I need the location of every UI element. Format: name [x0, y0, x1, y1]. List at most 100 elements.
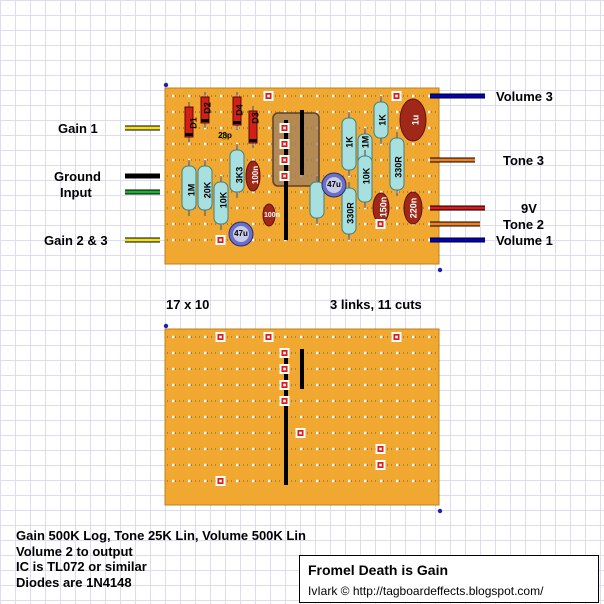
bottom-hole — [251, 447, 255, 451]
credit-link[interactable]: IvIark © http://tagboardeffects.blogspot… — [308, 584, 544, 598]
top-hole — [395, 110, 399, 114]
top-hole — [411, 142, 415, 146]
bottom-hole — [171, 463, 175, 467]
top-hole — [347, 94, 351, 98]
bottom-hole — [187, 367, 191, 371]
bottom-hole — [187, 463, 191, 467]
label-1m-b: 1M — [360, 136, 370, 149]
label-volume-3: Volume 3 — [496, 89, 553, 104]
diode-d2 — [200, 96, 210, 124]
track-cut — [283, 126, 286, 130]
track-cut — [395, 94, 398, 98]
bottom-hole — [235, 367, 239, 371]
bottom-hole — [187, 447, 191, 451]
bottom-hole — [299, 447, 303, 451]
label-d3: D3 — [250, 112, 260, 124]
label-gain-2-3: Gain 2 & 3 — [44, 233, 108, 248]
label-volume-1: Volume 1 — [496, 233, 553, 248]
bottom-corner-marker — [437, 508, 443, 514]
top-hole — [251, 94, 255, 98]
label-220n: 220n — [408, 198, 418, 219]
bottom-hole — [411, 399, 415, 403]
bottom-hole — [395, 415, 399, 419]
bottom-hole — [203, 367, 207, 371]
bottom-hole — [347, 383, 351, 387]
top-hole — [219, 126, 223, 130]
bottom-hole — [251, 463, 255, 467]
label-gain-1: Gain 1 — [58, 121, 98, 136]
bottom-hole — [379, 367, 383, 371]
top-hole — [171, 206, 175, 210]
resistor-10k-link — [309, 181, 325, 219]
bottom-hole — [411, 415, 415, 419]
top-hole — [171, 158, 175, 162]
label-3k3: 3K3 — [234, 167, 244, 184]
bottom-hole — [315, 415, 319, 419]
bottom-hole — [235, 479, 239, 483]
top-hole — [171, 190, 175, 194]
top-hole — [427, 190, 431, 194]
bottom-hole — [267, 415, 271, 419]
top-hole — [187, 142, 191, 146]
top-hole — [411, 94, 415, 98]
bottom-hole — [219, 431, 223, 435]
bottom-hole — [379, 415, 383, 419]
bottom-hole — [219, 415, 223, 419]
bottom-hole — [427, 367, 431, 371]
title-box: Fromel Death is Gain IvIark © http://tag… — [299, 555, 599, 603]
bottom-hole — [315, 431, 319, 435]
bottom-hole — [363, 431, 367, 435]
bottom-hole — [331, 335, 335, 339]
bottom-hole — [427, 383, 431, 387]
diode-d3-band — [249, 139, 257, 142]
bottom-hole — [395, 447, 399, 451]
bottom-hole — [187, 479, 191, 483]
bottom-hole — [395, 367, 399, 371]
bottom-hole — [395, 383, 399, 387]
bottom-hole — [219, 367, 223, 371]
top-hole — [427, 238, 431, 242]
resistor-330r-a — [341, 187, 357, 235]
bottom-hole — [251, 415, 255, 419]
label-9v: 9V — [521, 201, 537, 216]
bottom-hole — [299, 463, 303, 467]
diode-d4 — [232, 96, 242, 126]
label-input: Input — [60, 185, 92, 200]
bottom-hole — [299, 415, 303, 419]
top-hole — [267, 158, 271, 162]
bottom-hole — [411, 367, 415, 371]
bottom-hole — [363, 383, 367, 387]
top-hole — [427, 158, 431, 162]
top-hole — [363, 110, 367, 114]
diode-d3 — [248, 110, 258, 144]
top-hole — [331, 126, 335, 130]
bottom-hole — [363, 399, 367, 403]
track-cut — [283, 158, 286, 162]
bottom-hole — [331, 479, 335, 483]
top-hole — [363, 222, 367, 226]
diode-d2-band — [201, 119, 209, 122]
label-tone-2: Tone 2 — [503, 217, 544, 232]
top-hole — [171, 126, 175, 130]
top-hole — [331, 158, 335, 162]
bottom-hole — [187, 415, 191, 419]
bottom-hole — [331, 463, 335, 467]
top-hole — [171, 110, 175, 114]
diode-d4-band — [233, 121, 241, 124]
top-hole — [379, 158, 383, 162]
bottom-hole — [219, 447, 223, 451]
bottom-hole — [171, 383, 175, 387]
bottom-hole — [219, 383, 223, 387]
bottom-hole — [379, 351, 383, 355]
resistor-3k3 — [229, 149, 245, 193]
top-hole — [267, 190, 271, 194]
bottom-hole — [251, 367, 255, 371]
resistor-1k-b — [373, 101, 389, 139]
bottom-hole — [347, 447, 351, 451]
bottom-hole — [171, 447, 175, 451]
resistor-1k-a — [341, 117, 357, 171]
bottom-hole — [379, 383, 383, 387]
bottom-hole — [331, 383, 335, 387]
track-cut — [379, 222, 382, 226]
diode-d1 — [184, 106, 194, 138]
